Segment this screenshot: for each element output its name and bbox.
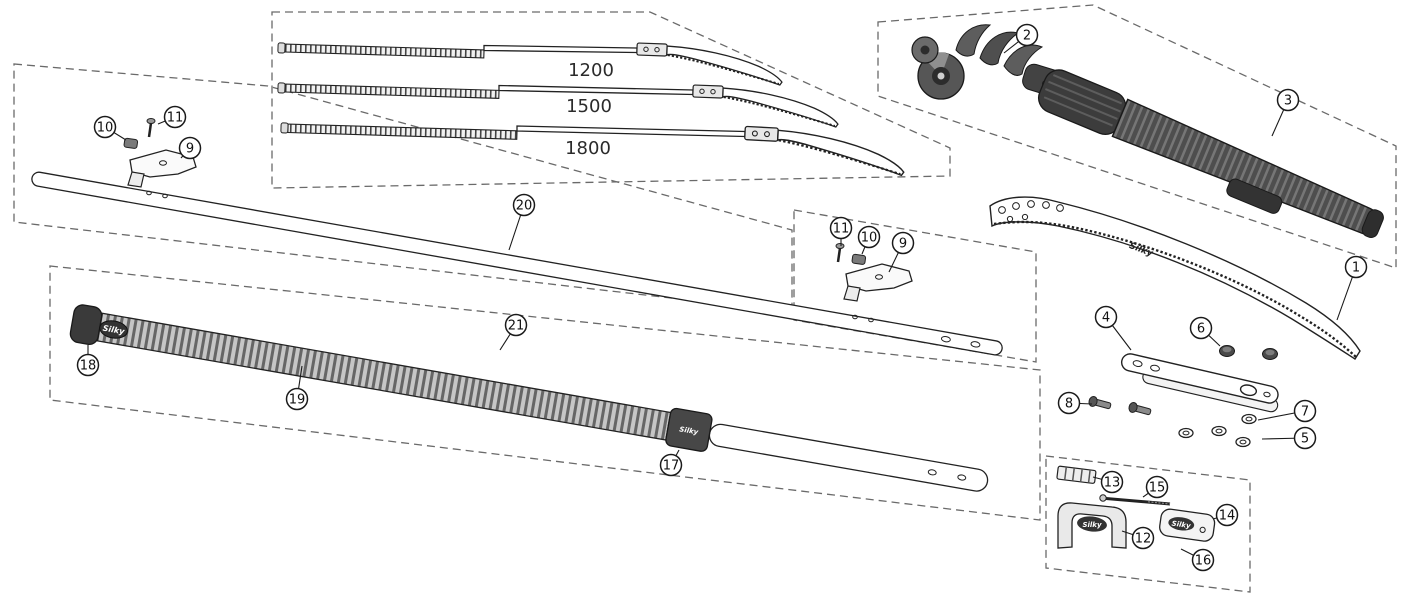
- svg-text:8: 8: [1065, 397, 1073, 412]
- svg-text:6: 6: [1197, 322, 1205, 337]
- group-box-lower-pole: [49, 265, 1041, 521]
- mount-hole: [162, 193, 168, 199]
- svg-text:7: 7: [1301, 405, 1309, 420]
- svg-text:11: 11: [167, 111, 184, 126]
- lower-pole-assembly: Silky Silky: [69, 304, 989, 492]
- svg-text:3: 3: [1284, 94, 1292, 109]
- callout-part-9-right: 9: [891, 231, 915, 255]
- svg-text:19: 19: [289, 393, 306, 408]
- scabbard-end-cap: [1361, 209, 1384, 238]
- callout-part-18: 18: [76, 353, 100, 377]
- callout-part-20: 20: [512, 193, 536, 217]
- callout-part-17: 17: [659, 453, 683, 477]
- part-8-bolts: [1088, 396, 1152, 416]
- svg-text:Silky: Silky: [102, 324, 126, 337]
- callout-part-2: 2: [1015, 23, 1039, 47]
- svg-text:11: 11: [833, 222, 850, 237]
- part-14-cover-plate: Silky: [1159, 508, 1216, 542]
- callout-part-3: 3: [1276, 88, 1300, 112]
- part-6-cap-nuts: [1219, 345, 1278, 360]
- part-1-saw-blade: Silky: [989, 196, 1361, 360]
- group-box-blade-poles: [271, 11, 951, 189]
- part-19-ribbed-grip: [96, 312, 672, 441]
- callout-part-11-left: 11: [163, 105, 187, 129]
- part-9-pole-hook: [127, 149, 197, 188]
- callout-part-13: 13: [1100, 470, 1124, 494]
- svg-text:16: 16: [1195, 554, 1212, 569]
- blade-pole-1200: [277, 42, 785, 87]
- blade-pole-1800: [280, 122, 907, 177]
- callout-part-10-right: 10: [857, 225, 881, 249]
- part-21-inner-tube: [708, 423, 989, 492]
- tube-hole: [940, 335, 951, 343]
- part-7-and-5-washers: [1178, 413, 1257, 448]
- blade-teeth: [993, 220, 1357, 358]
- group-box-upper-pole-right: [793, 209, 1037, 363]
- part-13-rub-plate: [1056, 465, 1097, 484]
- part-18-end-cap: [69, 304, 103, 346]
- svg-text:15: 15: [1149, 481, 1166, 496]
- svg-text:12: 12: [1135, 532, 1152, 547]
- svg-text:Silky: Silky: [1171, 520, 1191, 531]
- callout-part-7: 7: [1293, 399, 1317, 423]
- callout-part-19: 19: [285, 387, 309, 411]
- part-17-lock-collar: [665, 407, 713, 452]
- length-label-1800: 1800: [565, 138, 611, 159]
- callout-part-14: 14: [1215, 503, 1239, 527]
- group-box-clamp-kit: [1045, 455, 1251, 593]
- callout-part-5: 5: [1293, 426, 1317, 450]
- tube-hole: [970, 341, 981, 348]
- callout-part-16: 16: [1191, 548, 1215, 572]
- part-4-link-plate: [1120, 353, 1279, 413]
- part-3-scabbard: [1037, 69, 1384, 238]
- length-label-1200: 1200: [568, 60, 614, 81]
- blade-pole-1500: [277, 82, 841, 129]
- callout-part-8: 8: [1057, 391, 1081, 415]
- svg-text:17: 17: [663, 459, 680, 474]
- svg-text:9: 9: [186, 142, 194, 157]
- svg-text:20: 20: [516, 199, 533, 214]
- length-label-1500: 1500: [566, 96, 612, 117]
- callout-part-9-left: 9: [178, 136, 202, 160]
- svg-text:Silky: Silky: [679, 425, 700, 436]
- part-15-pin: [1099, 494, 1171, 506]
- svg-text:10: 10: [861, 231, 878, 246]
- svg-text:5: 5: [1301, 432, 1309, 447]
- callout-part-1: 1: [1344, 255, 1368, 279]
- mount-hole: [146, 190, 152, 196]
- svg-text:14: 14: [1219, 509, 1236, 524]
- svg-text:4: 4: [1102, 311, 1110, 326]
- part-11-thumb-screw: [146, 118, 156, 138]
- callout-part-12: 12: [1131, 526, 1155, 550]
- callout-part-10-left: 10: [93, 115, 117, 139]
- callout-part-6: 6: [1189, 316, 1213, 340]
- mount-hole: [852, 314, 858, 320]
- svg-text:9: 9: [899, 237, 907, 252]
- svg-text:10: 10: [97, 121, 114, 136]
- mount-hole: [868, 317, 874, 323]
- svg-text:2: 2: [1023, 29, 1031, 44]
- svg-text:21: 21: [508, 319, 525, 334]
- svg-text:Silky: Silky: [1082, 521, 1101, 529]
- callout-part-11-right: 11: [829, 216, 853, 240]
- belt-clip: [1226, 178, 1283, 214]
- svg-text:1: 1: [1352, 261, 1360, 276]
- part-10-lock-cap: [851, 253, 867, 265]
- part-12-clamp-bracket: Silky: [1057, 502, 1127, 549]
- part-10-lock-cap: [123, 137, 139, 149]
- callout-part-21: 21: [504, 313, 528, 337]
- grip-brand-badge: [99, 320, 128, 339]
- part-20-upper-pole: [31, 171, 1003, 356]
- svg-text:13: 13: [1104, 476, 1121, 491]
- svg-text:18: 18: [80, 359, 97, 374]
- group-box-upper-pole-left: [13, 63, 793, 313]
- part-11-thumb-screw: [835, 243, 845, 263]
- part-9-pole-hook: [843, 263, 913, 302]
- callout-part-15: 15: [1145, 475, 1169, 499]
- callout-part-4: 4: [1094, 305, 1118, 329]
